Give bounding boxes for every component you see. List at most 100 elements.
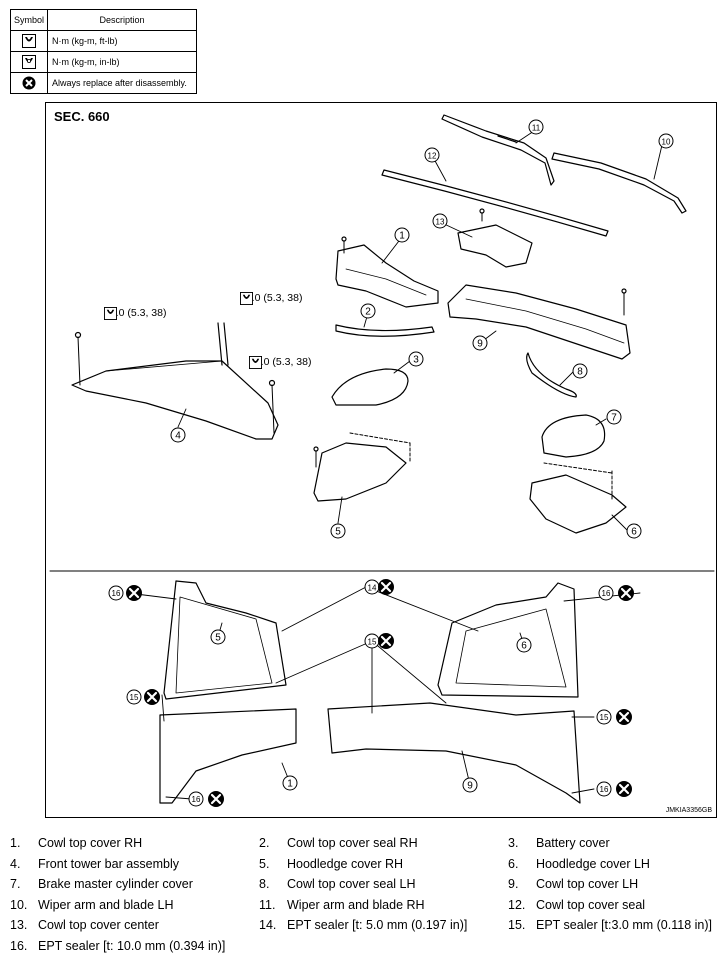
cowl-top-cover-center [457,208,533,268]
callout-number: 9 [467,781,473,792]
list-item: 6. Hoodledge cover LH [508,857,650,871]
torque-wrench-icon [240,292,253,305]
battery-cover [331,368,409,406]
callout-circle [596,781,612,797]
callout-number: 16 [112,589,121,598]
callout-number: 9 [477,339,483,350]
callout-circle [462,777,478,793]
leader-lines [127,130,663,800]
list-item: 7.Brake master cylinder cover [10,877,193,891]
legend-header-description: Description [47,9,197,31]
part-name: Cowl top cover RH [38,836,143,850]
callout-circle [658,133,674,149]
callout-circle [330,523,346,539]
list-item: 8.Cowl top cover seal LH [259,877,416,891]
hoodledge-cover-lh-inner [455,608,567,688]
part-number: 12. [508,897,526,912]
replace-marks [126,579,634,807]
list-item: 12. Cowl top cover seal [508,898,645,912]
part-name: Hoodledge cover RH [287,856,404,871]
list-item: 4.Front tower bar assembly [10,857,179,871]
callout-circle [472,335,488,351]
part-number: 9. [508,877,519,891]
callout-circle [606,409,622,425]
torque-value: 52.0 (5.3, 38) [104,307,167,319]
drawing-code: JMKIA3356GB [665,807,712,814]
legend-text: N·m (kg-m, in-lb) [47,51,197,73]
part-number: 7. [10,877,21,891]
legend-symbol-cell [10,30,48,52]
part-name: Battery cover [536,836,610,850]
replace-x-glyph [618,711,630,723]
callout-circle [188,791,204,807]
callout-number: 5 [335,527,341,538]
callout-circle [360,303,376,319]
callout-circle [170,427,186,443]
torque-spec: 52.0 (5.3, 38) [249,356,311,369]
list-item: 10.Wiper arm and blade LH [10,898,173,912]
cowl-top-cover-seal [381,169,609,237]
list-item: 2.Cowl top cover seal RH [259,836,418,850]
callout-number: 15 [130,693,139,702]
replace-x-icon [22,76,36,90]
part-number: 10. [10,897,28,912]
callout-number: 13 [436,218,445,227]
callout-number: 1 [399,231,405,242]
part-number: 13. [10,918,28,932]
list-item: 1. Cowl top cover RH [10,836,142,850]
torque-wrench-icon [249,356,262,369]
part-name: Hoodledge cover LH [536,856,650,871]
callout-number: 16 [600,785,609,794]
list-item: 11. Wiper arm and blade RH [259,898,425,912]
callout-number: 16 [192,795,201,804]
replace-x-glyph [128,587,140,599]
legend-header-symbol: Symbol [10,9,48,31]
part-name: Wiper arm and blade RH [287,897,425,912]
callout-circle [424,147,440,163]
parts-row: 7.Brake master cylinder cover 8.Cowl top … [10,877,720,898]
replace-x-glyph [380,635,392,647]
brake-master-cylinder-cover [541,414,606,458]
torque-wrench-inlb-icon [22,55,36,69]
replace-x-glyph [210,793,222,805]
callout-number: 2 [365,307,371,318]
callout-number: 16 [602,589,611,598]
part-name: Cowl top cover seal [536,897,646,912]
torque-wrench-icon [22,34,36,48]
parts-row: 4.Front tower bar assembly 5. Hoodledge co… [10,857,720,878]
replace-x-glyph [146,691,158,703]
cowl-top-cover-seal-lh [526,352,577,398]
parts-row: 16.EPT sealer [t: 10.0 mm (0.394 in)] [10,939,720,960]
part-number: 16. [10,938,28,953]
callout-circle [528,119,544,135]
list-item: 5. Hoodledge cover RH [259,857,403,871]
callout-number: 8 [577,367,583,378]
callout-number: 15 [368,638,377,647]
torque-wrench-icon [104,307,117,320]
part-number: 14. [259,918,277,932]
callout-number: 11 [532,124,541,133]
hoodledge-cover-rh-inner [175,596,273,694]
part-number: 6. [508,856,519,871]
parts-row: 1. Cowl top cover RH 2.Cowl top cover seal… [10,836,720,857]
callout-circle [108,585,124,601]
hoodledge-cover-lh-detail [437,582,579,698]
part-number: 11. [259,897,276,912]
part-number: 1. [10,836,21,850]
legend-symbol-cell [10,51,48,73]
part-number: 3. [508,836,519,850]
torque-value: 52.0 (5.3, 38) [240,292,303,304]
parts-list: 1. Cowl top cover RH 2.Cowl top cover seal… [10,836,720,959]
callout-circle [572,363,588,379]
callout-circle [408,351,424,367]
part-name: Cowl top cover seal LH [287,877,416,891]
part-number: 5. [259,856,270,871]
callout-circle [626,523,642,539]
replace-x-glyph [620,587,632,599]
list-item: 14.EPT sealer [t: 5.0 mm (0.197 in)] [259,918,467,932]
part-number: 4. [10,856,21,871]
list-item: 15.EPT sealer [t:3.0 mm (0.118 in)] [508,918,712,932]
replace-x-glyph [618,783,630,795]
legend-text: Always replace after disassembly. [47,72,197,94]
